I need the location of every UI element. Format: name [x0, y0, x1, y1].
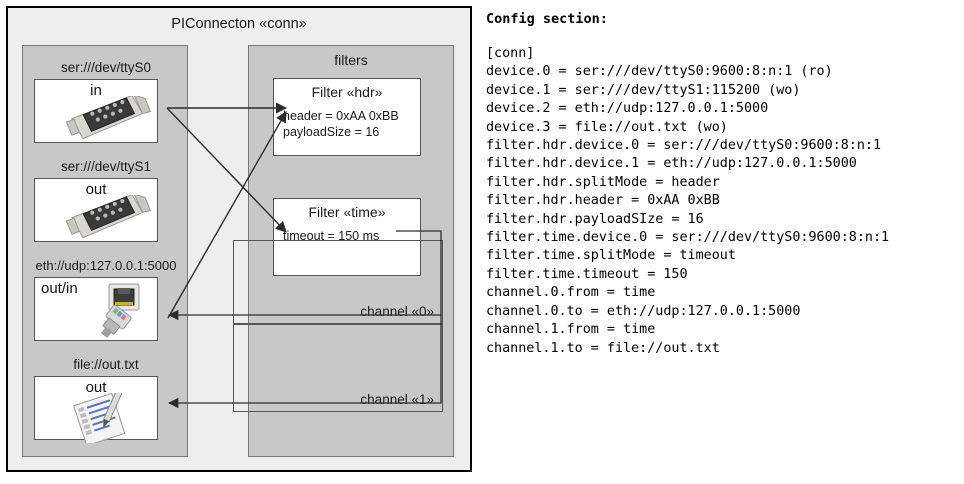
filters-panel-title: filters [334, 52, 368, 68]
filter-property: payloadSize = 16 [283, 125, 380, 139]
serial-port-icon [65, 195, 152, 239]
device-label: ser:///dev/ttyS0 [60, 60, 152, 75]
config-text: [conn] device.0 = ser:///dev/ttyS0:9600:… [486, 46, 890, 356]
device-direction: in [90, 82, 102, 99]
diagram-title: PIConnecton «conn» [171, 16, 307, 32]
filters-panel: filters Filter «hdr» header = 0xAA 0xBB … [233, 45, 454, 457]
filter-title: Filter «time» [308, 204, 386, 220]
diagram-container: PIConnecton «conn» ser:///dev/ttyS0 in [6, 6, 472, 472]
device-label: file://out.txt [73, 357, 139, 372]
channel-region-0: channel «0» [233, 240, 443, 324]
device-direction: out [85, 379, 107, 396]
devices-panel: ser:///dev/ttyS0 in [22, 45, 188, 457]
config-heading: Config section: [486, 11, 608, 27]
text-file-icon [73, 393, 126, 443]
device-box-ttys1[interactable]: out [34, 178, 158, 242]
device-label: ser:///dev/ttyS1 [60, 159, 152, 174]
device-box-file[interactable]: out [34, 376, 158, 443]
filter-properties: header = 0xAA 0xBB payloadSize = 16 [283, 108, 399, 140]
filter-title: Filter «hdr» [311, 84, 383, 100]
device-box-eth[interactable]: out/in [34, 277, 158, 341]
ethernet-plug-icon [100, 283, 140, 339]
filter-box-hdr[interactable]: Filter «hdr» header = 0xAA 0xBB payloadS… [273, 78, 421, 156]
device-label: eth://udp:127.0.0.1:5000 [35, 258, 177, 273]
device-direction: out/in [41, 280, 78, 297]
channel-label: channel «0» [360, 304, 434, 319]
channel-region-1: channel «1» [233, 324, 443, 412]
filter-property: header = 0xAA 0xBB [283, 109, 399, 123]
device-box-ttys0[interactable]: in [34, 79, 158, 143]
config-pane: Config section: [conn] device.0 = ser://… [484, 8, 960, 476]
channel-label: channel «1» [360, 392, 434, 407]
device-direction: out [85, 181, 107, 198]
serial-port-icon [65, 96, 152, 140]
